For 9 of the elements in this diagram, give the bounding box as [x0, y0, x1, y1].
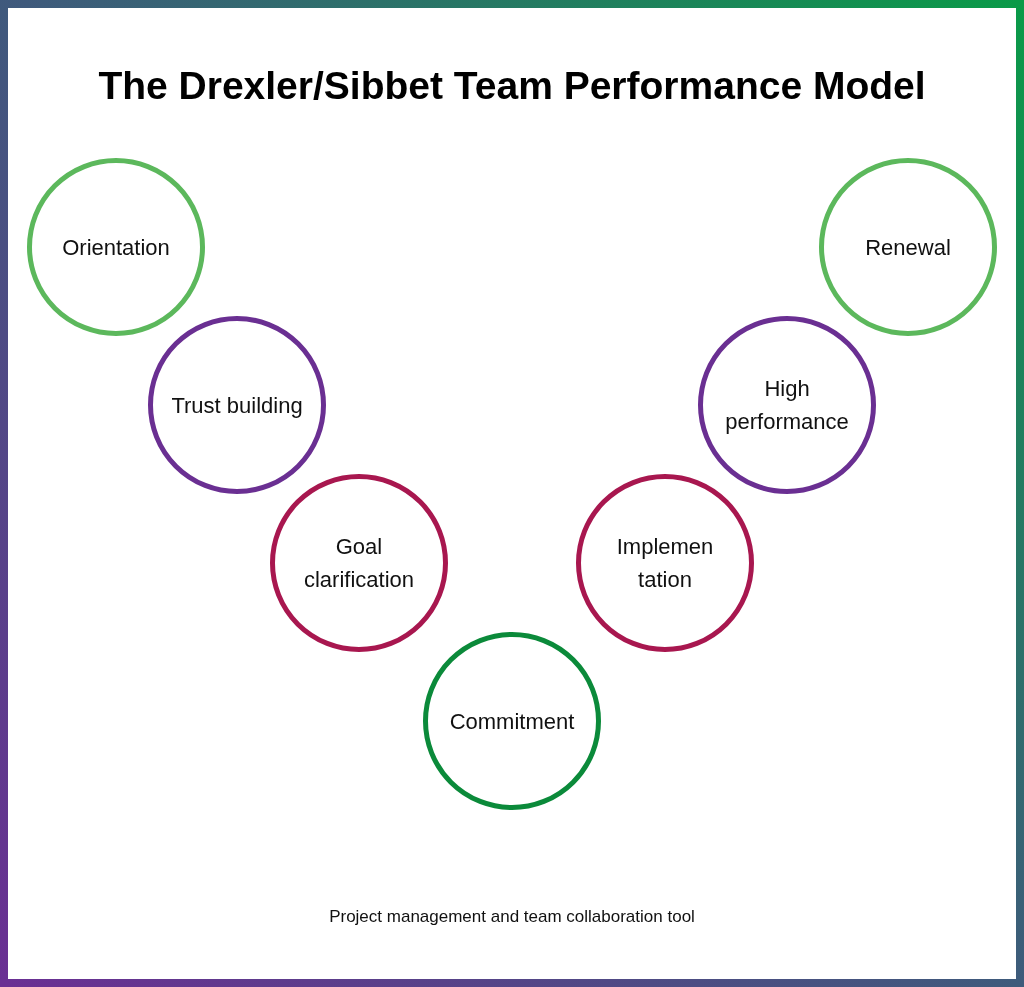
stage-label: Commitment: [449, 707, 575, 736]
stage-label: Goal clarification: [302, 533, 415, 594]
stage-label: Renewal: [865, 233, 951, 262]
stage-label: Orientation: [62, 233, 170, 262]
stage-label: Implemen tation: [615, 533, 715, 594]
stage-label: Trust building: [171, 391, 303, 420]
title: The Drexler/Sibbet Team Performance Model: [97, 63, 927, 109]
stage-label: High performance: [724, 375, 850, 436]
tagline-text: Project management and team collaboration tool: [329, 906, 695, 928]
